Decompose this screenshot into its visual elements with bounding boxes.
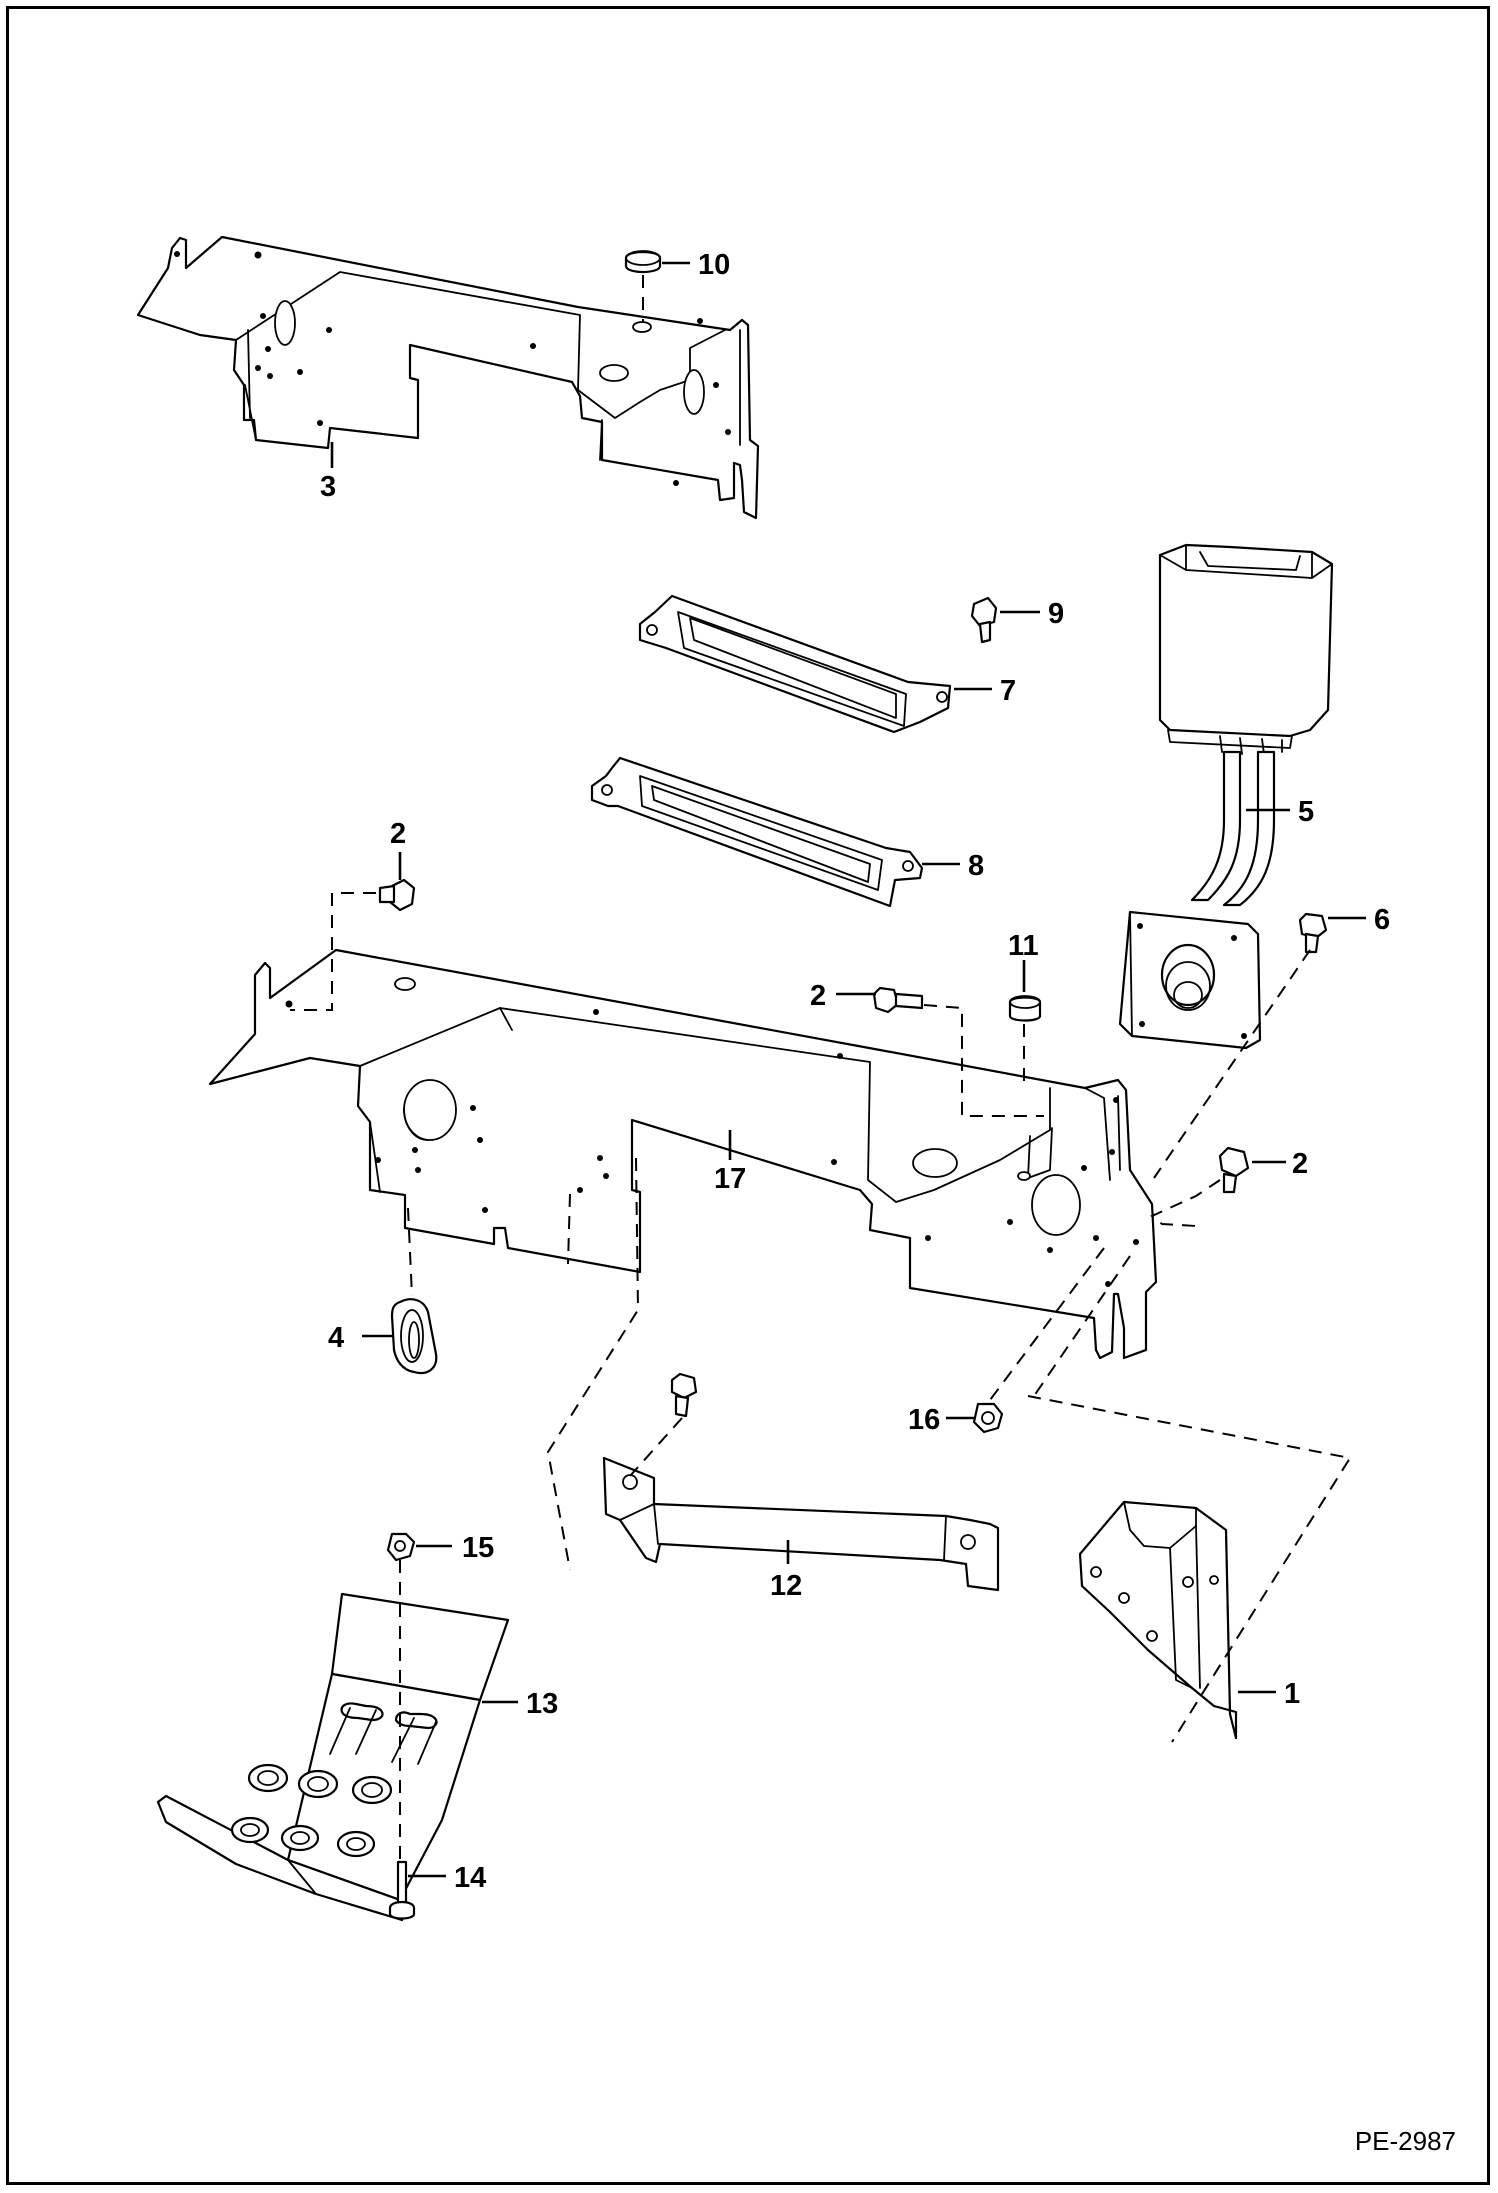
callout-7: 7 [1000,675,1016,707]
part-7-bezel [638,594,952,734]
callout-1: 1 [1284,1678,1300,1710]
callout-3: 3 [320,471,336,503]
part-1-bracket [1078,1500,1238,1740]
part-15-nut [386,1532,416,1562]
callout-leaders [330,261,1366,1878]
sheet-border [6,6,1490,2185]
callout-2-upper-left: 2 [390,818,406,850]
callout-2-right: 2 [1292,1148,1308,1180]
callout-15: 15 [462,1532,494,1564]
callout-4: 4 [328,1322,344,1354]
callout-6: 6 [1374,904,1390,936]
callout-5: 5 [1298,796,1314,828]
part-2-bolt-right [1218,1146,1250,1194]
part-2-bolt-upper-left [378,878,416,912]
callout-16: 16 [908,1404,940,1436]
drawing-code-label: PE-2987 [1354,2126,1456,2156]
callout-14: 14 [454,1862,486,1894]
part-12-strap [602,1456,1000,1592]
part-2-bolt-center [872,986,924,1014]
callout-8: 8 [968,850,984,882]
part-5-control-handle [1118,543,1334,1050]
callout-9: 9 [1048,598,1064,630]
callout-12: 12 [770,1570,802,1602]
callout-10: 10 [698,249,730,281]
callout-11: 11 [1008,930,1039,962]
callout-13: 13 [526,1688,558,1720]
part-14-bolt [388,1860,416,1920]
callout-17: 17 [714,1163,746,1195]
part-3-upper-dash-panel [136,235,760,520]
part-10-plug [624,250,662,274]
part-4-grommet [390,1298,438,1375]
assembly-lines [290,892,1352,1860]
part-8-gasket [590,756,924,908]
part-6-bolt [1298,912,1328,954]
part-11-plug [1008,995,1042,1022]
part-9-bolt [970,596,998,644]
part-2-bolt-lower [670,1372,698,1418]
callout-2-center: 2 [810,980,826,1012]
part-13-foot-rest [156,1592,510,1922]
part-16-nut [972,1402,1004,1434]
part-17-main-dash-panel [208,948,1158,1360]
